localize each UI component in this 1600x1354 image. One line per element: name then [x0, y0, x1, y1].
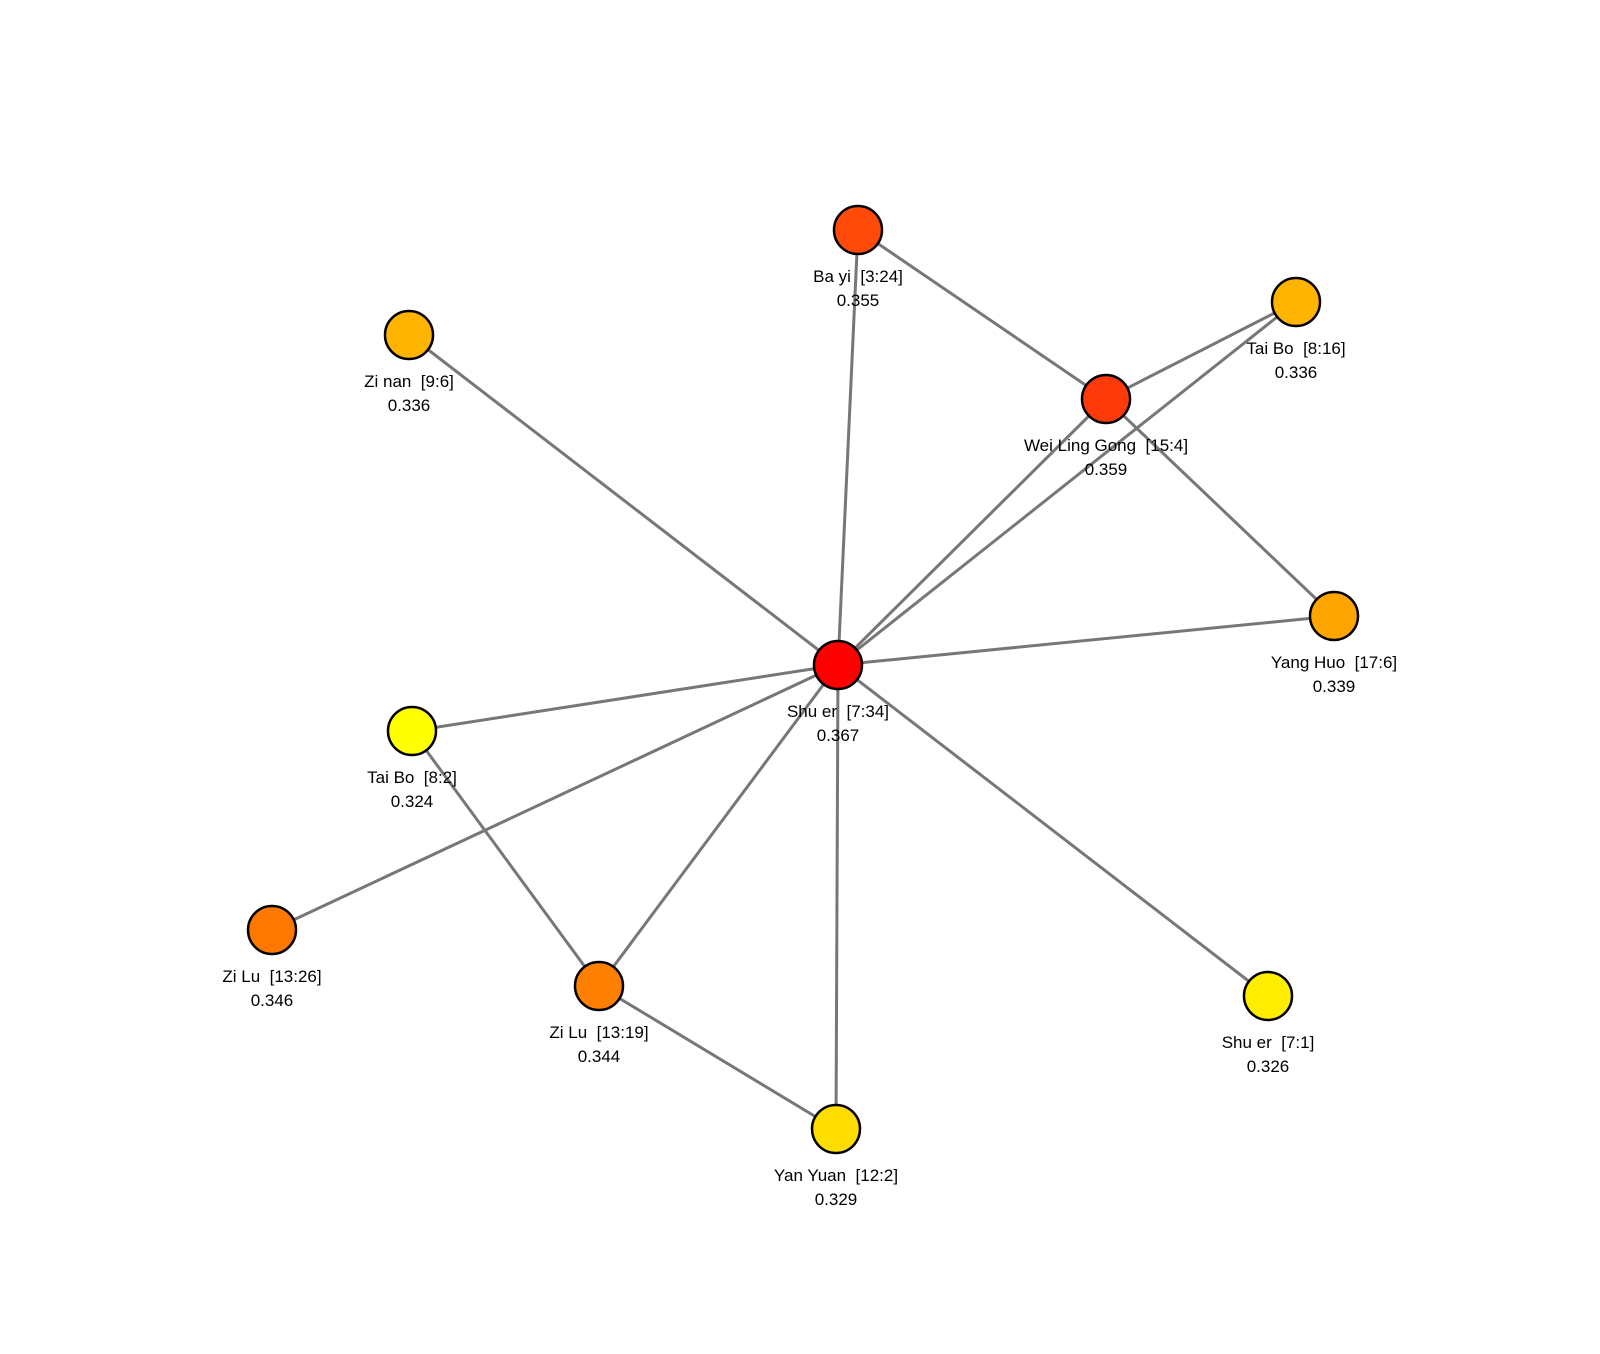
node-label: Zi nan [9:6] [364, 372, 454, 391]
node-label: Zi Lu [13:19] [549, 1023, 648, 1042]
node-label: Tai Bo [8:16] [1246, 339, 1345, 358]
edges-layer [271, 228, 1336, 1131]
node-yan-yuan-12-2[interactable]: Yan Yuan [12:2] 0.329 [774, 1103, 898, 1209]
node-value: 0.346 [251, 991, 294, 1010]
edge-shu-er-7-34--shu-er-7-1 [837, 663, 1269, 998]
node-circle[interactable] [383, 309, 435, 361]
edge-tai-bo-8-2--zi-lu-13-19 [410, 730, 601, 987]
node-value: 0.329 [815, 1190, 858, 1209]
edge-shu-er-7-34--yang-huo-17-6 [837, 614, 1335, 667]
node-value: 0.336 [1275, 363, 1318, 382]
node-circle[interactable] [832, 204, 884, 256]
node-wei-ling-gong-15-4[interactable]: Wei Ling Gong [15:4] 0.359 [1024, 373, 1188, 479]
node-value: 0.324 [391, 792, 434, 811]
edge-ba-yi-3-24--wei-ling-gong-15-4 [857, 228, 1107, 401]
node-label: Zi Lu [13:26] [222, 967, 321, 986]
edge-shu-er-7-34--wei-ling-gong-15-4 [836, 397, 1108, 667]
nodes-layer: Shu er [7:34] 0.367 Wei Ling Gong [15:4] 0.… [222, 204, 1397, 1209]
node-ba-yi-3-24[interactable]: Ba yi [3:24] 0.355 [813, 204, 903, 310]
node-circle[interactable] [1080, 373, 1132, 425]
node-shu-er-7-1[interactable]: Shu er [7:1] 0.326 [1222, 970, 1315, 1076]
node-shu-er-7-34[interactable]: Shu er [7:34] 0.367 [787, 639, 889, 745]
node-yang-huo-17-6[interactable]: Yang Huo [17:6] 0.339 [1271, 590, 1397, 696]
edge-wei-ling-gong-15-4--yang-huo-17-6 [1104, 397, 1336, 618]
node-circle[interactable] [246, 904, 298, 956]
node-label: Yang Huo [17:6] [1271, 653, 1397, 672]
node-value: 0.355 [837, 291, 880, 310]
node-tai-bo-8-16[interactable]: Tai Bo [8:16] 0.336 [1246, 276, 1346, 382]
node-circle[interactable] [386, 705, 438, 757]
node-circle[interactable] [812, 639, 864, 691]
edge-shu-er-7-34--zi-lu-13-26 [271, 663, 839, 932]
edge-shu-er-7-34--zi-lu-13-19 [597, 664, 840, 987]
edge-shu-er-7-34--tai-bo-8-2 [411, 663, 839, 733]
edge-wei-ling-gong-15-4--tai-bo-8-16 [1105, 300, 1297, 401]
node-zi-lu-13-26[interactable]: Zi Lu [13:26] 0.346 [222, 904, 322, 1010]
edge-shu-er-7-34--yan-yuan-12-2 [834, 664, 840, 1130]
node-circle[interactable] [1270, 276, 1322, 328]
node-zi-nan-9-6[interactable]: Zi nan [9:6] 0.336 [364, 309, 454, 415]
node-tai-bo-8-2[interactable]: Tai Bo [8:2] 0.324 [367, 705, 457, 811]
node-label: Yan Yuan [12:2] [774, 1166, 898, 1185]
edge-shu-er-7-34--tai-bo-8-16 [837, 300, 1297, 667]
node-value: 0.344 [578, 1047, 621, 1066]
node-circle[interactable] [573, 960, 625, 1012]
node-label: Shu er [7:34] [787, 702, 889, 721]
node-value: 0.326 [1247, 1057, 1290, 1076]
node-zi-lu-13-19[interactable]: Zi Lu [13:19] 0.344 [549, 960, 649, 1066]
node-circle[interactable] [1308, 590, 1360, 642]
edge-shu-er-7-34--ba-yi-3-24 [836, 229, 860, 666]
node-value: 0.339 [1313, 677, 1356, 696]
edge-shu-er-7-34--zi-nan-9-6 [408, 333, 839, 667]
node-value: 0.367 [817, 726, 860, 745]
node-value: 0.359 [1085, 460, 1128, 479]
node-circle[interactable] [810, 1103, 862, 1155]
node-label: Shu er [7:1] [1222, 1033, 1315, 1052]
edge-zi-lu-13-19--yan-yuan-12-2 [598, 984, 837, 1131]
node-label: Tai Bo [8:2] [367, 768, 457, 787]
node-label: Ba yi [3:24] [813, 267, 903, 286]
node-circle[interactable] [1242, 970, 1294, 1022]
node-label: Wei Ling Gong [15:4] [1024, 436, 1188, 455]
node-value: 0.336 [388, 396, 431, 415]
